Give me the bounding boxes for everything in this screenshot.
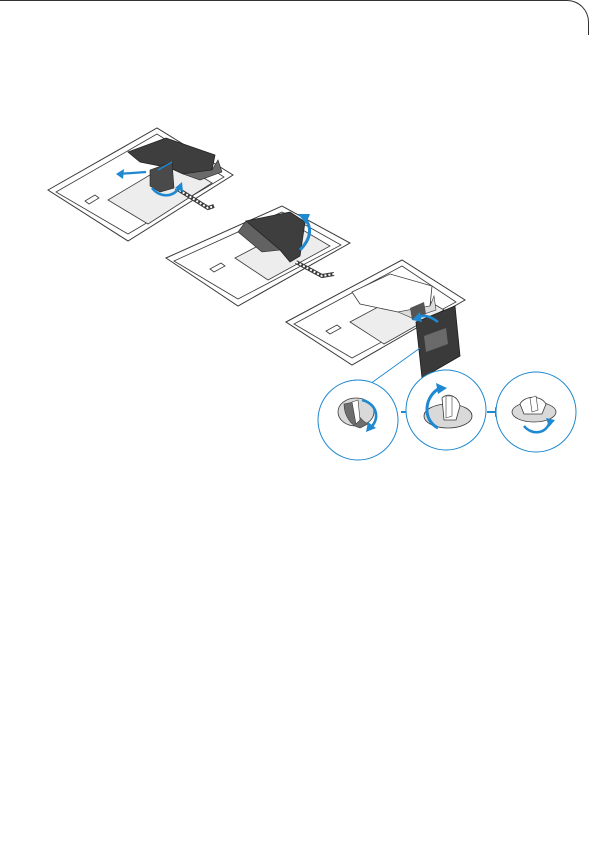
detail-circle-3: [496, 372, 576, 452]
step-1-monitor: [48, 128, 233, 241]
detail-circle-1: [318, 380, 398, 460]
step-3-monitor: [286, 260, 465, 384]
detail-circle-2: [406, 370, 486, 450]
step-2-monitor: [166, 206, 350, 306]
